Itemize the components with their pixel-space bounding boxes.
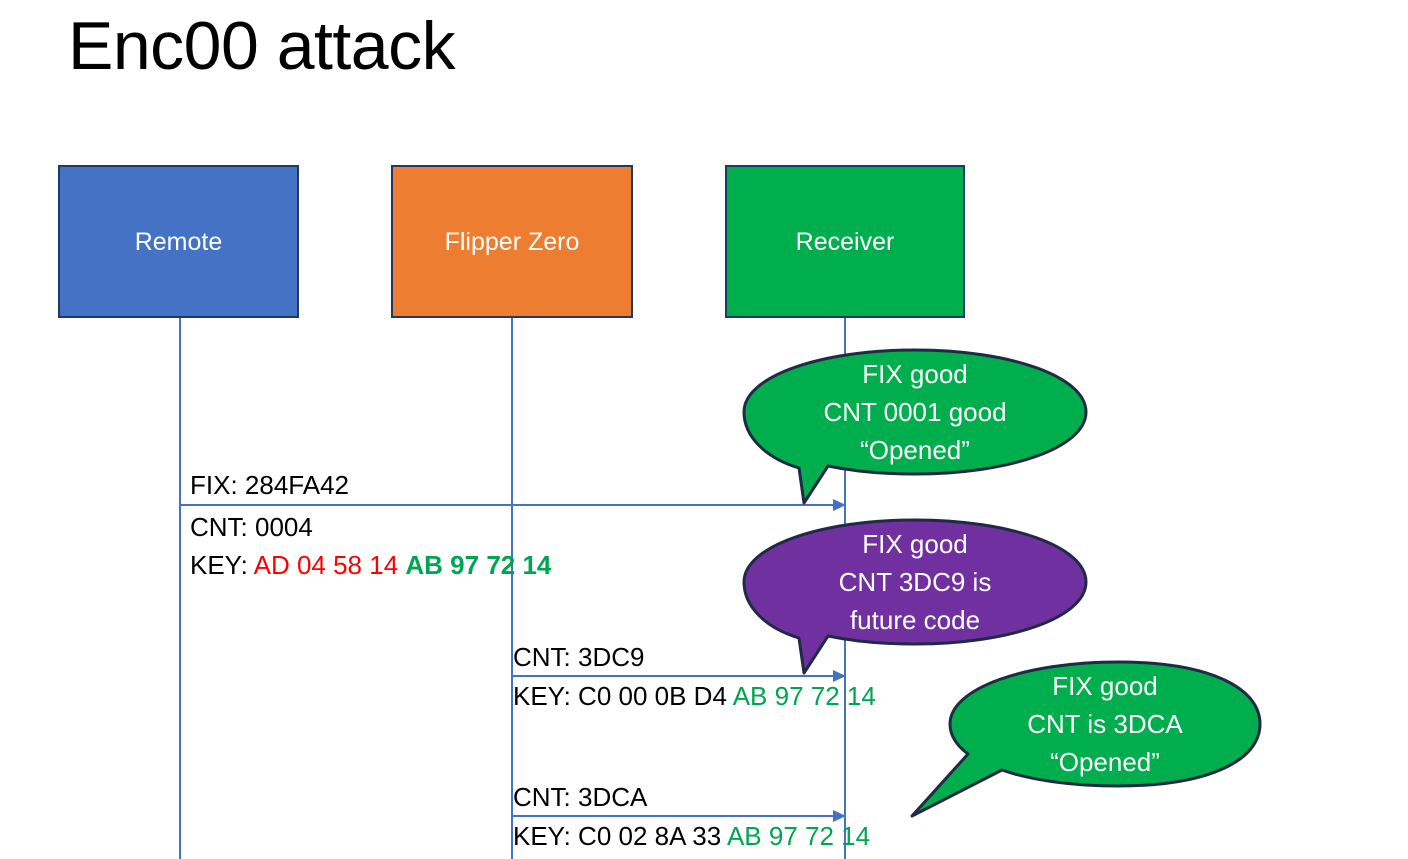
- message-1-key-red: AD 04 58 14: [253, 550, 399, 580]
- actor-box-flipper[interactable]: Flipper Zero: [391, 165, 633, 318]
- callout-bubble-3-shape: [910, 660, 1262, 818]
- message-2-key-line: KEY: C0 00 0B D4 AB 97 72 14: [513, 677, 876, 715]
- message-arrow-remote-to-receiver: [180, 499, 846, 511]
- message-2-key-green: AB 97 72 14: [732, 681, 876, 711]
- message-1-key-label: KEY:: [190, 550, 254, 580]
- callout-bubble-1[interactable]: FIX good CNT 0001 good “Opened”: [742, 348, 1088, 508]
- message-1-key-green: AB 97 72 14: [405, 550, 552, 580]
- message-1-cnt-line: CNT: 0004: [190, 512, 313, 542]
- lifeline-remote: [179, 318, 181, 859]
- callout-bubble-2-shape: [742, 518, 1088, 675]
- actor-label-receiver: Receiver: [795, 227, 895, 256]
- message-arrow-flipper-to-receiver-1: [512, 670, 846, 682]
- page-title: Enc00 attack: [68, 8, 456, 84]
- message-arrow-flipper-to-receiver-2: [512, 810, 846, 822]
- message-3-cnt-line: CNT: 3DCA: [513, 782, 648, 812]
- actor-label-remote: Remote: [134, 227, 223, 256]
- message-2-cnt-line: CNT: 3DC9: [513, 642, 645, 672]
- message-3-key-label: KEY: C0 02 8A 33: [513, 821, 727, 851]
- actor-box-remote[interactable]: Remote: [58, 165, 299, 318]
- actor-box-receiver[interactable]: Receiver: [725, 165, 965, 318]
- message-3-key-line: KEY: C0 02 8A 33 AB 97 72 14: [513, 817, 870, 855]
- message-2-key-label: KEY: C0 00 0B D4: [513, 681, 733, 711]
- message-3-key-green: AB 97 72 14: [726, 821, 871, 851]
- callout-bubble-2[interactable]: FIX good CNT 3DC9 is future code: [742, 518, 1088, 678]
- message-1-fix-line: FIX: 284FA42: [190, 470, 349, 500]
- lifeline-flipper: [511, 318, 513, 859]
- actor-label-flipper: Flipper Zero: [444, 227, 580, 256]
- message-1-key-line: KEY: AD 04 58 14 AB 97 72 14: [190, 546, 551, 584]
- callout-bubble-1-shape: [742, 348, 1088, 505]
- callout-bubble-3[interactable]: FIX good CNT is 3DCA “Opened”: [910, 658, 1262, 818]
